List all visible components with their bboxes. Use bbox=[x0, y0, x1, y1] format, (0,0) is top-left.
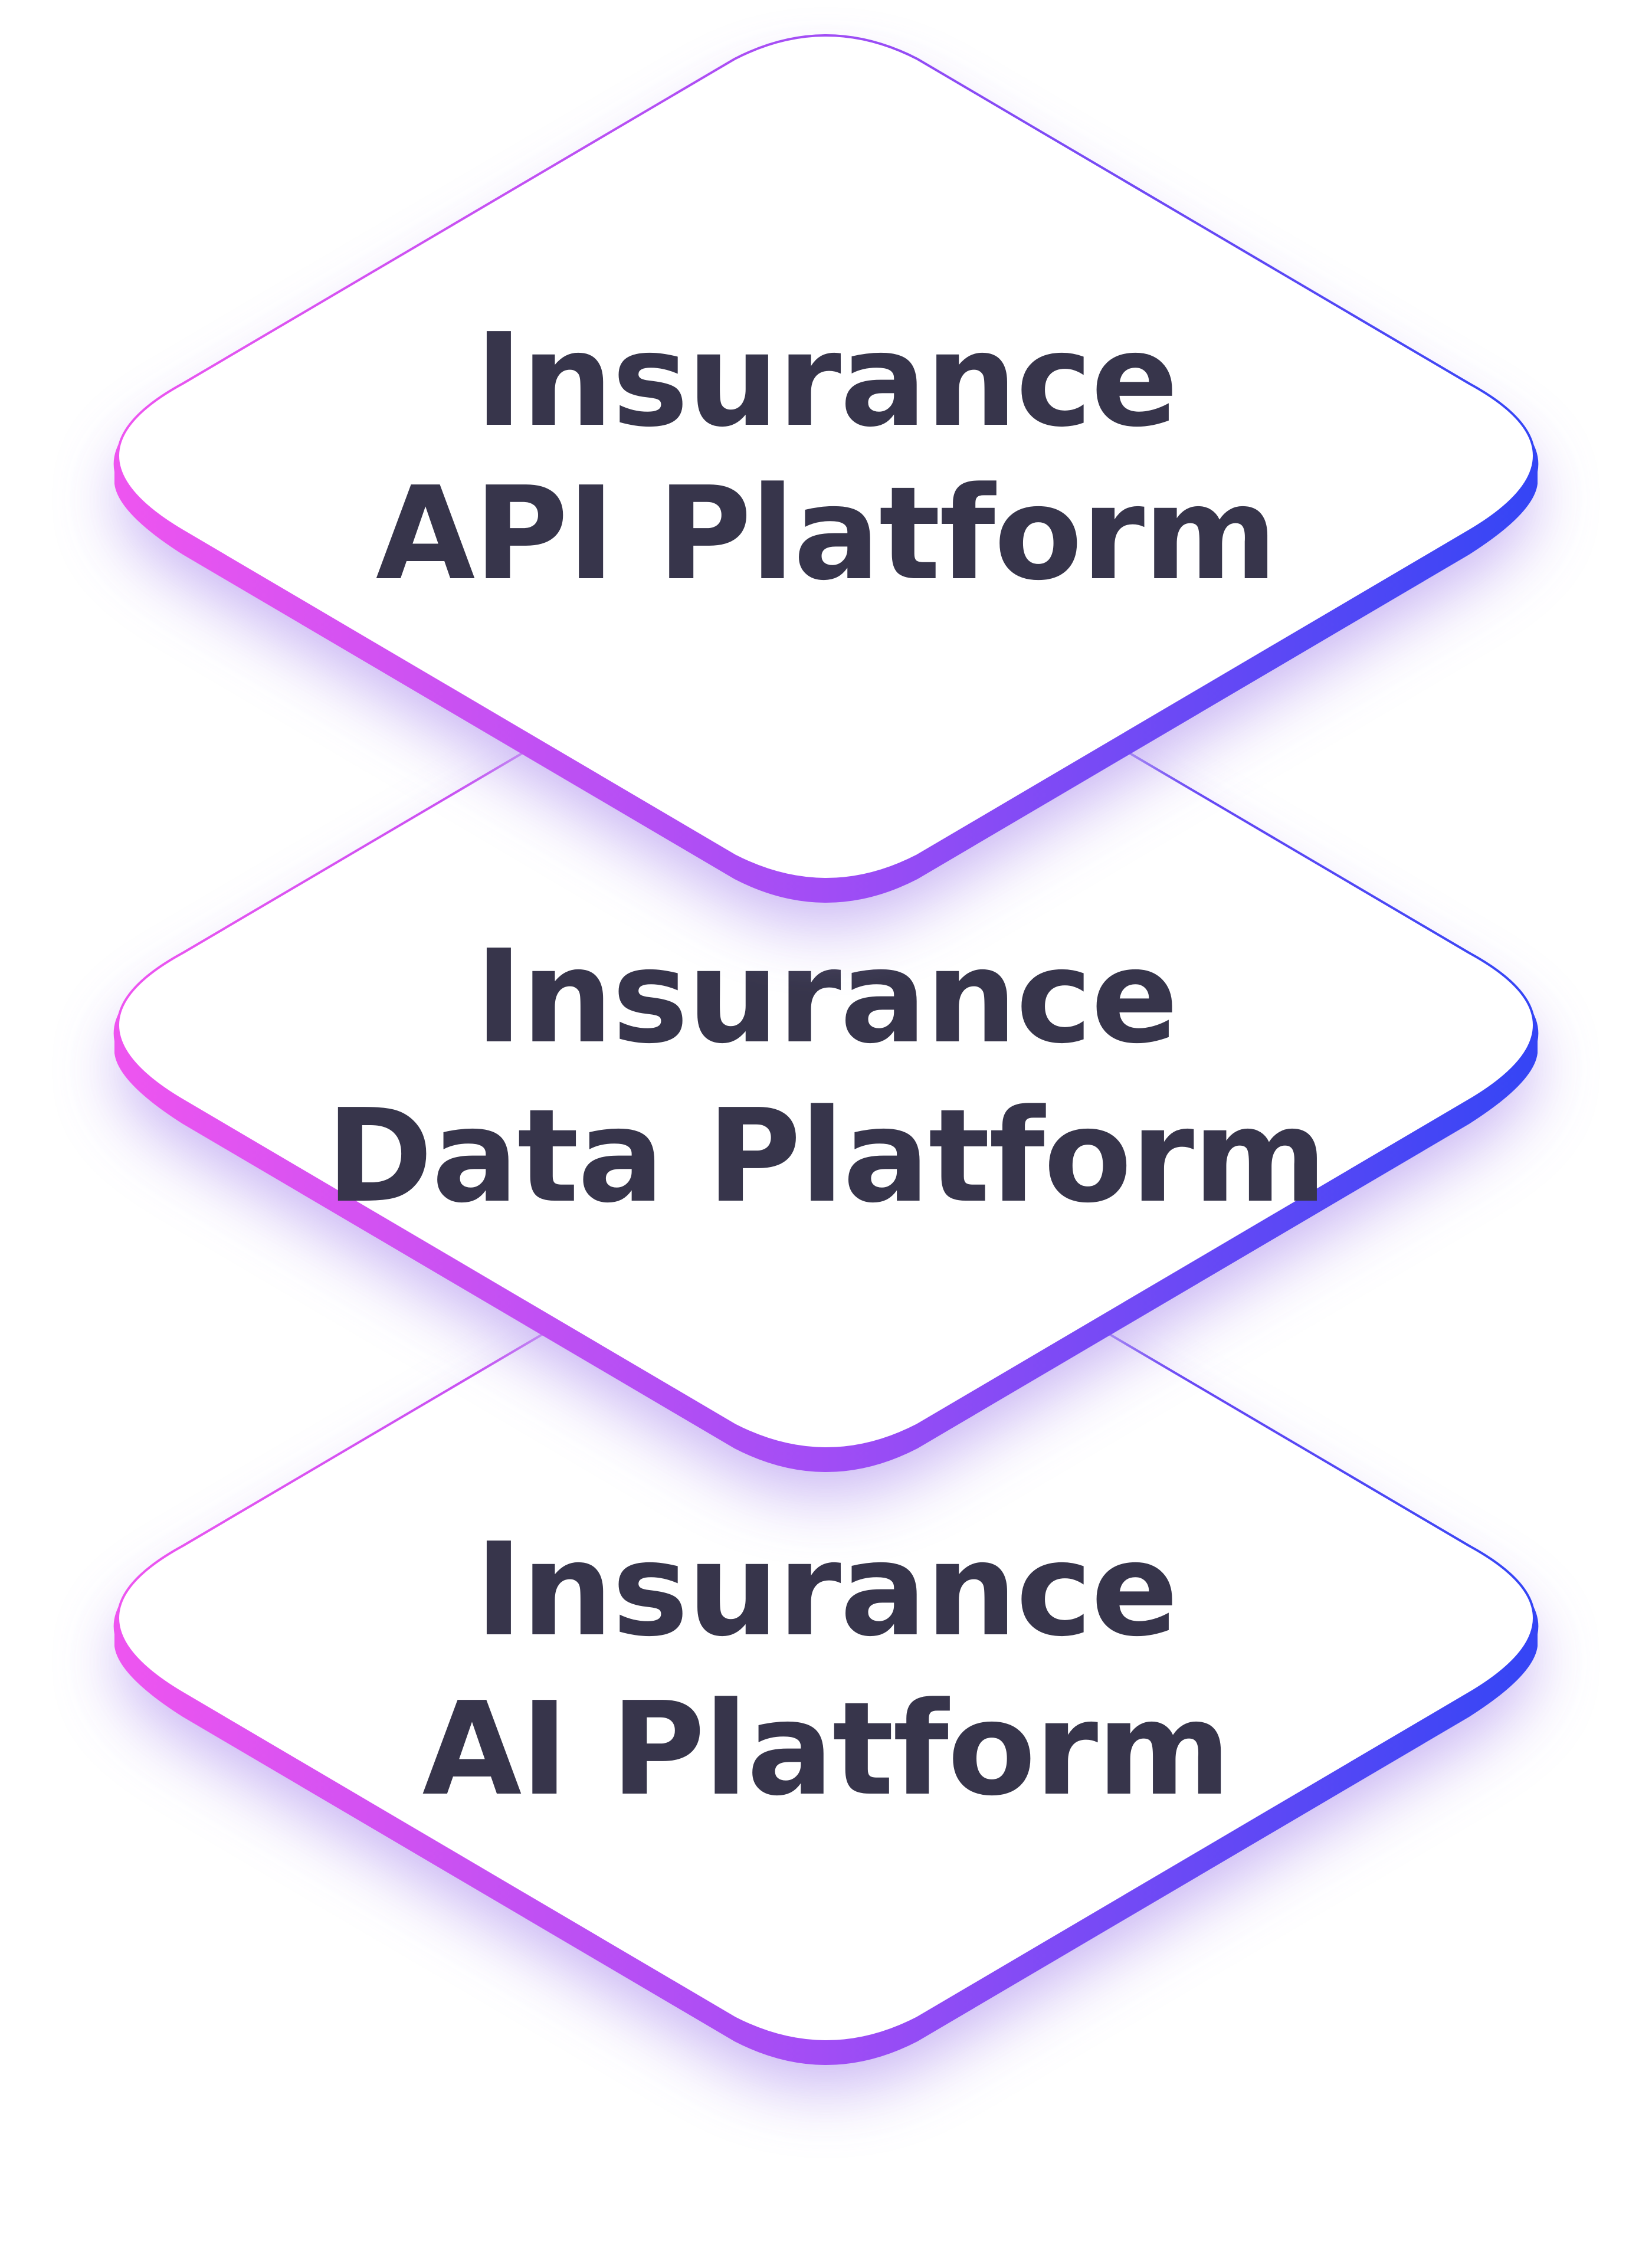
layer-title: Insurance bbox=[475, 306, 1177, 455]
layer-ai-platform: Insurance AI Platform bbox=[113, 1197, 1539, 2089]
layer-data-platform: Insurance Data Platform bbox=[113, 604, 1539, 1496]
layer-api-platform: Insurance API Platform bbox=[113, 34, 1539, 926]
layer-subtitle: API Platform bbox=[376, 460, 1277, 609]
layer-face bbox=[117, 34, 1535, 880]
layer-title: Insurance bbox=[475, 1516, 1177, 1665]
layer-subtitle: Data Platform bbox=[326, 1082, 1326, 1231]
layer-title: Insurance bbox=[475, 923, 1177, 1072]
layer-subtitle: AI Platform bbox=[422, 1675, 1230, 1824]
